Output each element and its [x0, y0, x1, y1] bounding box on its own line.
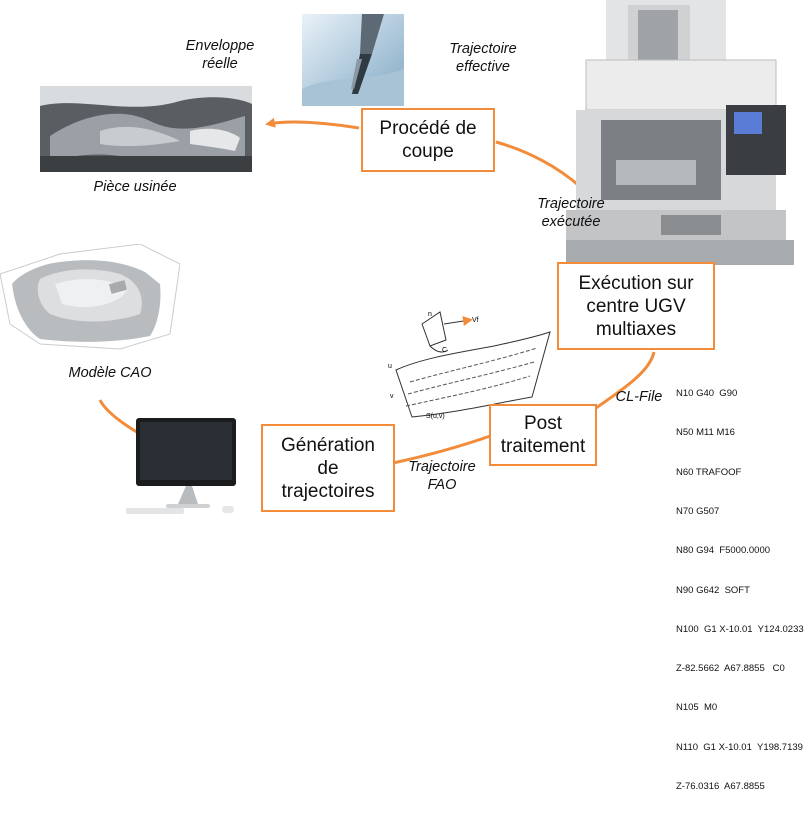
box-execution-line3: multiaxes [595, 318, 677, 340]
label-machined-part: Pièce usinée [93, 179, 177, 195]
label-vf: Vf [472, 317, 479, 324]
nc-code-line: N90 G642 SOFT [676, 584, 750, 596]
label-n: n [428, 311, 432, 318]
cad-model-image [0, 244, 180, 350]
box-execution-line2: centre UGV [586, 295, 686, 317]
nc-code-line: N10 G40 G90 [676, 388, 738, 400]
label-suv: S(u,v) [426, 413, 445, 420]
nc-code-line: N70 G507 [676, 506, 720, 518]
label-cl-file: CL-File [615, 389, 663, 405]
nc-code-line: Z-76.0316 A67.8855 [676, 781, 765, 792]
arc-cutting-part [265, 117, 360, 130]
label-fao-trajectory: Trajectoire FAO [408, 459, 476, 493]
nc-code-line: N100 G1 X-10.01 Y124.0233 [676, 623, 804, 635]
box-post-line1: Post [523, 413, 563, 434]
nc-code-line: Z-82.5662 A67.8855 C0 [676, 663, 785, 675]
nc-code-line: N50 M11 M16 [676, 427, 735, 439]
cnc-machine-image [566, 0, 794, 265]
box-post-line2: traitement [500, 436, 586, 457]
box-generation-line3: trajectoires [281, 480, 375, 502]
arc-generation-post [392, 433, 494, 465]
label-real-envelope: Enveloppe réelle [185, 38, 255, 72]
cutting-tool-image [302, 14, 404, 106]
toolpath-sketch: n Vf C u v S(u,v) [388, 311, 551, 420]
machined-part-image [40, 86, 252, 172]
box-cutting-line1: Procédé de [379, 118, 477, 139]
label-c: C [442, 347, 447, 354]
arc-post-execution [589, 351, 656, 414]
label-v: v [390, 393, 394, 400]
box-generation-line2: de [317, 457, 339, 479]
nc-code-line: N80 G94 F5000.0000 [676, 545, 771, 557]
box-execution: Exécution sur centre UGV multiaxes [557, 262, 715, 350]
nc-code-listing: N10 G40 G90 N50 M11 M16 N60 TRAFOOF N70 … [676, 361, 804, 819]
computer-image [126, 418, 236, 514]
label-cad-model: Modèle CAO [68, 365, 152, 381]
box-post-processing: Post traitement [489, 404, 597, 466]
label-executed-trajectory: Trajectoire exécutée [537, 196, 605, 230]
box-execution-line1: Exécution sur [578, 272, 694, 294]
process-diagram: n Vf C u v S(u,v) Procédé de coupe Exécu… [0, 0, 804, 792]
box-generation-line1: Génération [280, 434, 375, 456]
box-cutting-process: Procédé de coupe [361, 108, 495, 172]
nc-code-line: N105 M0 [676, 702, 718, 714]
box-trajectory-generation: Génération de trajectoires [261, 424, 395, 512]
label-effective-trajectory: Trajectoire effective [449, 41, 517, 75]
box-cutting-line2: coupe [402, 141, 454, 162]
nc-code-line: N60 TRAFOOF [676, 466, 742, 478]
label-u: u [388, 363, 392, 370]
nc-code-line: N110 G1 X-10.01 Y198.7139 [676, 741, 803, 753]
